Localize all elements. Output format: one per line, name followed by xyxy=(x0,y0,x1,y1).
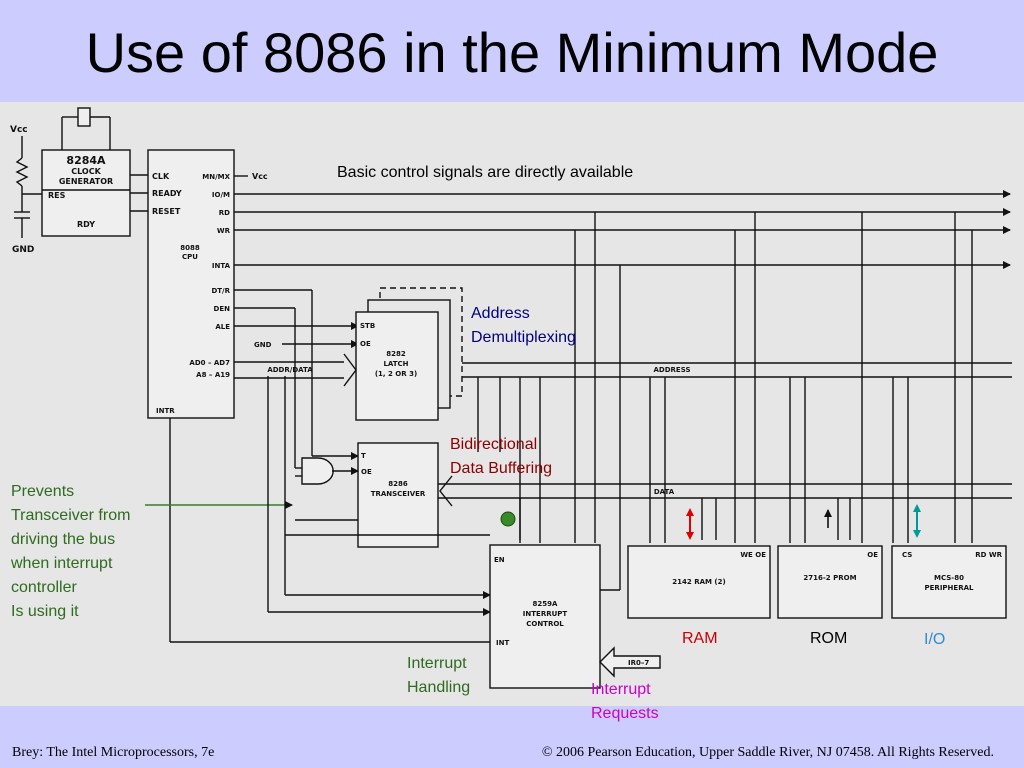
cpu-wr: WR xyxy=(217,227,231,235)
clock-label-2: CLOCK xyxy=(71,167,101,176)
prevents-line-3: driving the bus xyxy=(11,531,116,548)
bidir-note: Bidirectional Data Buffering xyxy=(450,433,552,481)
cpu-name-2: CPU xyxy=(182,253,198,261)
addr-data-label: ADDR/DATA xyxy=(267,366,313,374)
cpu-reset: RESET xyxy=(152,207,181,216)
latch-oe: OE xyxy=(360,340,371,348)
address-note: Address Demultiplexing xyxy=(471,302,576,350)
ram-name: 2142 RAM (2) xyxy=(672,578,725,586)
ram-box xyxy=(627,545,771,619)
rom-name: 2716-2 PROM xyxy=(803,574,856,582)
ram-pins: WE OE xyxy=(740,551,766,559)
prevents-line-6: Is using it xyxy=(11,603,79,620)
interrupt-requests-note: Interrupt Requests xyxy=(591,678,659,726)
clock-res: RES xyxy=(48,191,66,200)
ir-input-arrow xyxy=(599,646,661,678)
ram-label: RAM xyxy=(682,630,718,647)
junction-dot xyxy=(500,511,516,527)
prevents-line-4: when interrupt xyxy=(11,555,113,572)
pic-en: EN xyxy=(494,556,505,564)
pic-ir: IR0–7 xyxy=(628,659,649,667)
latch-stb: STB xyxy=(360,322,375,330)
rom-pins: OE xyxy=(867,551,878,559)
address-note-line-2: Demultiplexing xyxy=(471,329,576,346)
clock-label-1: 8284A xyxy=(66,154,106,167)
vcc-label: Vcc xyxy=(10,125,28,135)
pic-box xyxy=(489,544,601,689)
crystal-icon xyxy=(77,107,91,127)
cpu-clk: CLK xyxy=(152,172,170,181)
cpu-ale: ALE xyxy=(215,323,230,331)
io-label: I/O xyxy=(924,631,946,648)
interrupt-requests-line-1: Interrupt xyxy=(591,681,651,698)
cpu-dtr: DT/R xyxy=(211,287,230,295)
cpu-ad: AD0 – AD7 xyxy=(189,359,230,367)
transceiver-box xyxy=(357,442,439,548)
cpu-a: A8 – A19 xyxy=(196,371,230,379)
cpu-inta: INTA xyxy=(212,262,231,270)
interrupt-handling-line-1: Interrupt xyxy=(407,655,467,672)
prevents-note: Prevents Transceiver from driving the bu… xyxy=(11,480,130,624)
xcvr-name-2: TRANSCEIVER xyxy=(371,490,426,498)
interrupt-requests-line-2: Requests xyxy=(591,705,659,722)
address-note-line-1: Address xyxy=(471,305,530,322)
basic-control-note: Basic control signals are directly avail… xyxy=(337,164,634,181)
latch-name-1: 8282 xyxy=(386,350,406,358)
cpu-mnmx: MN/MX xyxy=(202,173,230,181)
data-bus-label: DATA xyxy=(654,488,675,496)
latch-name-3: (1, 2 OR 3) xyxy=(375,370,417,378)
cpu-den: DEN xyxy=(214,305,231,313)
latch-gnd: GND xyxy=(254,341,272,349)
xcvr-oe: OE xyxy=(361,468,372,476)
cpu-intr: INTR xyxy=(156,407,175,415)
address-bus-label: ADDRESS xyxy=(654,366,691,374)
xcvr-t: T xyxy=(361,452,366,460)
prevents-line-5: controller xyxy=(11,579,77,596)
periph-name-2: PERIPHERAL xyxy=(925,584,974,592)
bidir-note-line-2: Data Buffering xyxy=(450,460,552,477)
cpu-rd: RD xyxy=(219,209,230,217)
bidir-note-line-1: Bidirectional xyxy=(450,436,538,453)
interrupt-handling-line-2: Handling xyxy=(407,679,471,696)
latch-box xyxy=(355,311,439,421)
footer-right: © 2006 Pearson Education, Upper Saddle R… xyxy=(541,745,994,760)
latch-name-2: LATCH xyxy=(383,360,408,368)
gnd-label: GND xyxy=(12,245,34,255)
pic-int: INT xyxy=(496,639,509,647)
periph-name-1: MCS-80 xyxy=(934,574,964,582)
and-gate-icon xyxy=(301,457,334,485)
cpu-ready: READY xyxy=(152,189,182,198)
clock-generator-box xyxy=(41,149,131,237)
prevents-line-1: Prevents xyxy=(11,483,75,500)
pic-name-2: INTERRUPT xyxy=(523,610,568,618)
cpu-name-1: 8088 xyxy=(180,244,200,252)
pic-name-3: CONTROL xyxy=(526,620,564,628)
rom-label: ROM xyxy=(810,630,848,647)
periph-cs: CS xyxy=(902,551,912,559)
clock-rdy: RDY xyxy=(77,220,95,229)
clock-label-3: GENERATOR xyxy=(59,177,113,186)
cpu-box xyxy=(147,149,235,419)
page-title: Use of 8086 in the Minimum Mode xyxy=(85,21,939,84)
rom-box xyxy=(777,545,883,619)
cpu-vcc: Vcc xyxy=(252,172,268,181)
peripheral-box xyxy=(891,545,1007,619)
footer-left: Brey: The Intel Microprocessors, 7e xyxy=(12,745,215,760)
prevents-line-2: Transceiver from xyxy=(11,507,131,524)
interrupt-handling-note: Interrupt Handling xyxy=(407,652,470,700)
pic-name-1: 8259A xyxy=(533,600,558,608)
periph-rdwr: RD WR xyxy=(975,551,1002,559)
xcvr-name-1: 8286 xyxy=(388,480,408,488)
cpu-iom: IO/M xyxy=(212,191,230,199)
